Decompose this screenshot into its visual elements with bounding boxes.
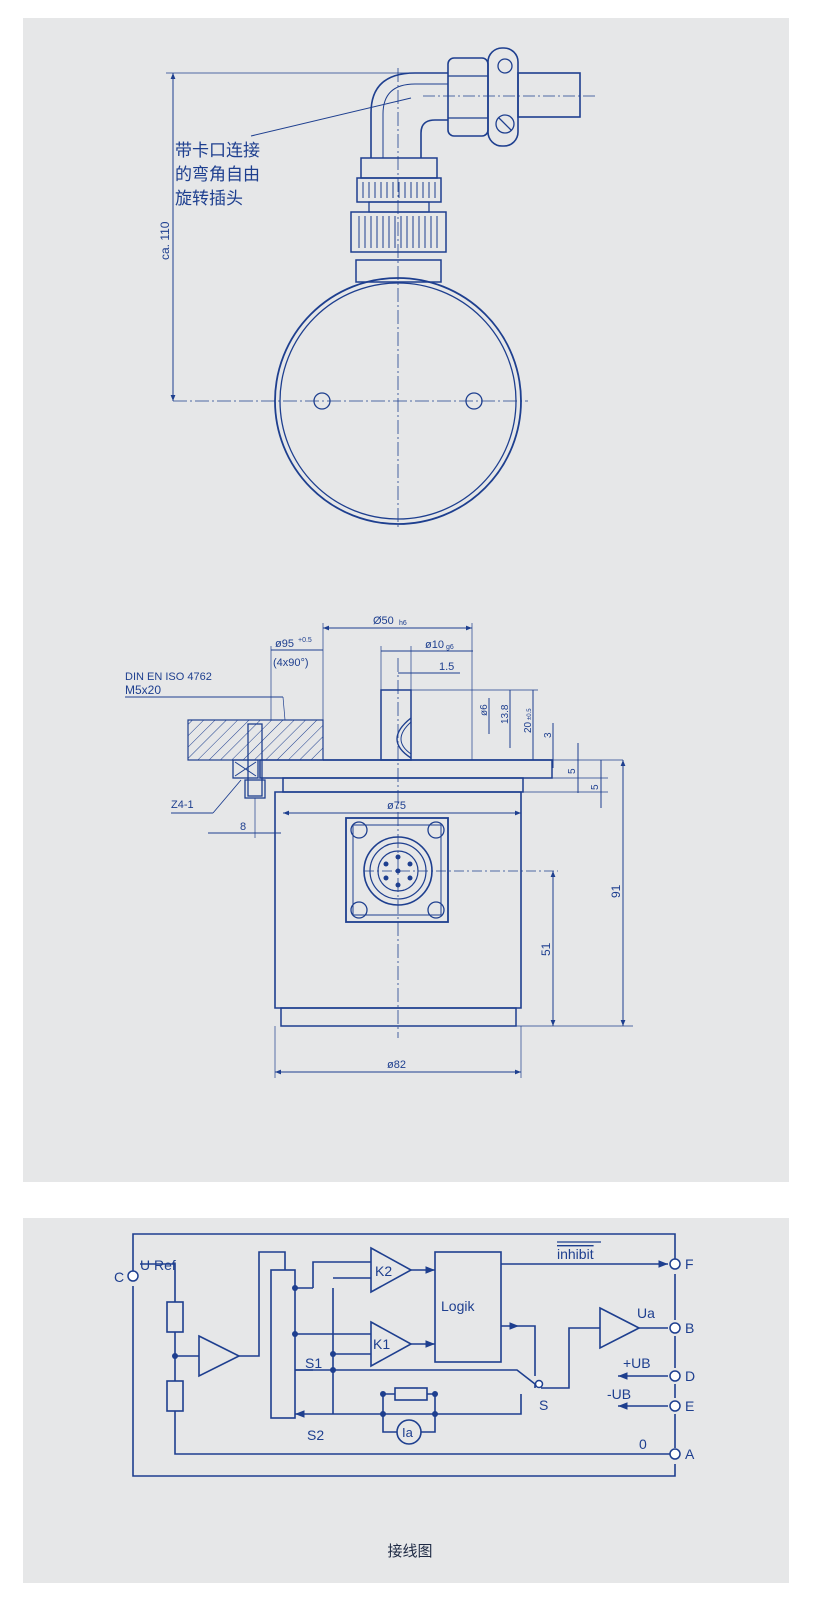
clamp-label: Z4-1: [171, 799, 194, 811]
side-view: Ø50 h6 ø95 +0.5 (4x90°) ø10 g6 1.5 ø6 13…: [125, 615, 633, 1078]
dim-3: 3: [543, 732, 554, 738]
wiring-diagram-panel: C U Ref K2 K1 Logik inhibit Ua +UB -UB S…: [23, 1218, 789, 1583]
label-s1: S1: [305, 1355, 322, 1371]
height-dimension-label: ca. 110: [158, 221, 172, 260]
label-uref: U Ref: [140, 1257, 176, 1273]
label-k2: K2: [375, 1263, 392, 1279]
dim-10: ø10: [425, 639, 444, 651]
label-term-e: E: [685, 1398, 694, 1414]
dim-91: 91: [609, 884, 623, 898]
label-ua: Ua: [637, 1305, 655, 1321]
resistor-top: [166, 1301, 184, 1333]
terminal-e: [669, 1400, 681, 1412]
dimension-drawing: ca. 110 带卡口连接 的弯角自由 旋转插头: [125, 47, 633, 1078]
comparator-k1: [370, 1320, 413, 1368]
label-k1: K1: [373, 1336, 390, 1352]
dim-20-tol: ±0.5: [527, 708, 533, 720]
dim-5b: 5: [590, 784, 601, 790]
dimension-drawing-panel: ca. 110 带卡口连接 的弯角自由 旋转插头: [23, 18, 789, 1182]
connector-note-line-2: 的弯角自由: [175, 165, 260, 185]
terminal-a: [669, 1448, 681, 1460]
flange-top: [259, 759, 553, 779]
comparator-k2: [370, 1246, 413, 1294]
screw-standard: DIN EN ISO 4762: [125, 671, 212, 683]
label-inhibit: inhibit: [557, 1246, 594, 1262]
screw-size: M5x20: [125, 683, 161, 697]
shaft: [380, 689, 412, 761]
wiring-diagram: C U Ref K2 K1 Logik inhibit Ua +UB -UB S…: [114, 1233, 695, 1477]
dim-8: 8: [240, 821, 246, 833]
frame-top: [132, 1233, 676, 1276]
connector-note-line-1: 带卡口连接: [175, 141, 260, 161]
connector-note-line-3: 旋转插头: [175, 189, 243, 209]
mounting-plate: [187, 719, 324, 761]
label-term-d: D: [685, 1368, 695, 1384]
dim-6: ø6: [479, 704, 490, 716]
clamp-z4-1: [232, 759, 259, 779]
switch-s: [295, 1369, 536, 1385]
dim-95: ø95: [275, 638, 294, 650]
logic-block: [434, 1251, 502, 1363]
label-term-b: B: [685, 1320, 694, 1336]
label-ia: Ia: [402, 1425, 414, 1440]
dim-13-8: 13.8: [500, 704, 511, 724]
diagram-caption: 接线图: [387, 1542, 433, 1560]
body-base: [280, 1007, 517, 1027]
label-plus-ub: +UB: [623, 1355, 651, 1371]
label-logik: Logik: [441, 1298, 475, 1314]
dim-10-tol: g6: [446, 644, 454, 651]
frame-bottom: [132, 1286, 676, 1477]
flange-step: [282, 777, 524, 793]
label-term-a: A: [685, 1446, 695, 1462]
label-s: S: [539, 1397, 548, 1413]
angled-connector: [350, 47, 598, 283]
note-leader: [250, 97, 412, 137]
label-minus-ub: -UB: [607, 1386, 631, 1402]
dim-20: 20: [523, 721, 534, 733]
label-zero: 0: [639, 1436, 647, 1452]
label-s2: S2: [307, 1427, 324, 1443]
track-bar: [270, 1269, 296, 1419]
dim-95-note: (4x90°): [273, 657, 309, 669]
dim-5a: 5: [567, 768, 578, 774]
dim-51: 51: [539, 942, 553, 956]
resistor-bottom: [166, 1380, 184, 1412]
sense-resistor: [394, 1387, 428, 1401]
dim-82: ø82: [387, 1059, 406, 1071]
terminal-b: [669, 1322, 681, 1334]
top-view: ca. 110 带卡口连接 的弯角自由 旋转插头: [158, 47, 598, 528]
dim-50-tol: h6: [399, 620, 407, 627]
output-amplifier: [599, 1306, 641, 1350]
label-term-c: C: [114, 1269, 124, 1285]
terminal-f: [669, 1258, 681, 1270]
connector-flange: [345, 817, 449, 923]
dim-75: ø75: [387, 800, 406, 812]
terminal-d: [669, 1370, 681, 1382]
buffer-amplifier: [198, 1334, 241, 1378]
dim-1-5: 1.5: [439, 661, 454, 673]
label-term-f: F: [685, 1256, 694, 1272]
dim-50: Ø50: [373, 615, 394, 627]
terminal-c: [127, 1270, 139, 1282]
dim-95-tol: +0.5: [298, 637, 312, 644]
encoder-body: [274, 791, 522, 1009]
